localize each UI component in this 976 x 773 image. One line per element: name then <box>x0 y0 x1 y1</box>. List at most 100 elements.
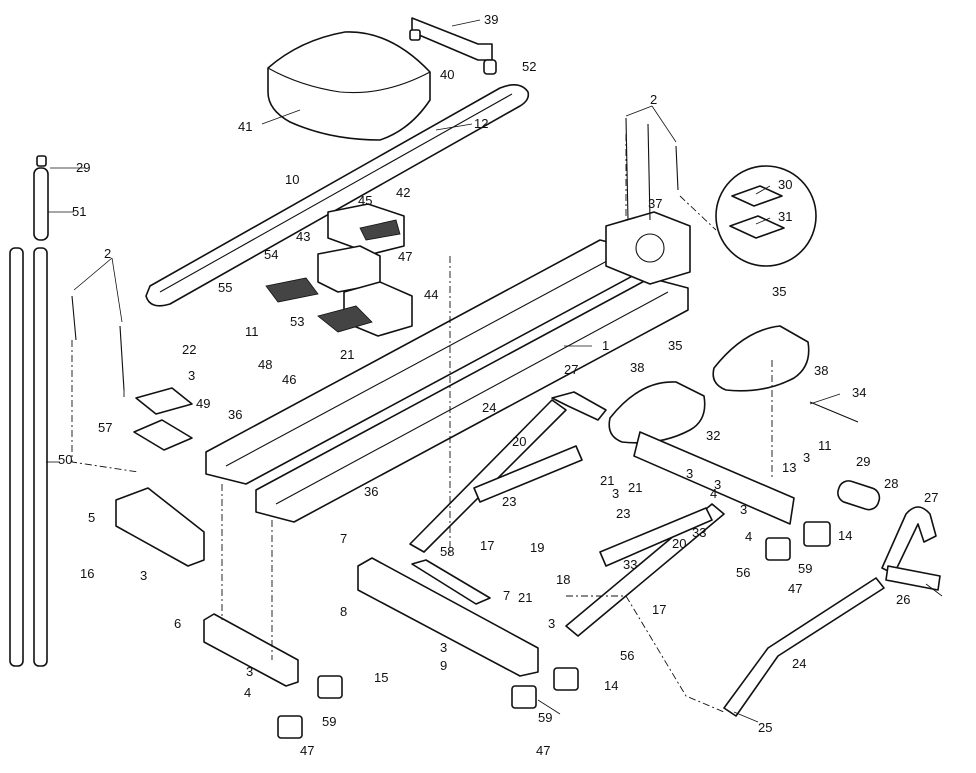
part-number-label: 45 <box>358 193 372 208</box>
part-carriage-44 <box>317 281 413 337</box>
part-main-rail-1 <box>205 239 689 523</box>
part-number-label: 34 <box>852 385 866 400</box>
callout-circle-30-31 <box>715 165 817 267</box>
part-number-label: 8 <box>340 604 347 619</box>
part-number-label: 24 <box>482 400 496 415</box>
part-number-label: 3 <box>548 616 555 631</box>
part-number-label: 48 <box>258 357 272 372</box>
part-number-label: 31 <box>778 209 792 224</box>
part-number-label: 19 <box>530 540 544 555</box>
part-number-label: 3 <box>686 466 693 481</box>
part-number-label: 3 <box>714 477 721 492</box>
part-number-label: 57 <box>98 420 112 435</box>
part-number-label: 17 <box>480 538 494 553</box>
part-handle-27-right-grip <box>885 565 941 591</box>
part-number-label: 26 <box>896 592 910 607</box>
part-number-label: 36 <box>364 484 378 499</box>
part-number-label: 3 <box>140 568 147 583</box>
part-number-label: 17 <box>652 602 666 617</box>
part-number-label: 14 <box>838 528 852 543</box>
part-number-label: 7 <box>340 531 347 546</box>
part-number-label: 47 <box>536 743 550 758</box>
part-number-label: 59 <box>538 710 552 725</box>
part-footrest-left <box>608 381 706 444</box>
part-number-label: 21 <box>628 480 642 495</box>
part-number-label: 11 <box>818 438 832 453</box>
part-number-label: 56 <box>736 565 750 580</box>
part-tube-51 <box>33 155 49 241</box>
part-number-label: 51 <box>72 204 86 219</box>
part-number-label: 33 <box>623 557 637 572</box>
part-number-label: 44 <box>424 287 438 302</box>
part-number-label: 27 <box>924 490 938 505</box>
part-foot-6 <box>203 613 299 687</box>
part-number-label: 4 <box>244 685 251 700</box>
part-roller-53 <box>265 277 319 303</box>
part-cylinder-20-upper <box>473 445 583 503</box>
part-number-label: 16 <box>80 566 94 581</box>
part-number-label: 21 <box>340 347 354 362</box>
part-number-label: 41 <box>238 119 252 134</box>
part-number-label: 46 <box>282 372 296 387</box>
part-number-label: 18 <box>556 572 570 587</box>
part-number-label: 9 <box>440 658 447 673</box>
part-number-label: 29 <box>76 160 90 175</box>
part-number-label: 2 <box>650 92 657 107</box>
part-number-label: 35 <box>668 338 682 353</box>
part-number-label: 59 <box>798 561 812 576</box>
part-plate-57 <box>133 419 193 451</box>
part-number-label: 47 <box>398 249 412 264</box>
part-number-label: 35 <box>772 284 786 299</box>
part-number-label: 3 <box>740 502 747 517</box>
part-number-label: 30 <box>778 177 792 192</box>
assembly-lines <box>71 134 773 713</box>
part-number-label: 33 <box>692 525 706 540</box>
part-number-label: 55 <box>218 280 232 295</box>
part-number-label: 21 <box>518 590 532 605</box>
part-number-label: 23 <box>502 494 516 509</box>
part-number-label: 4 <box>710 486 717 501</box>
part-number-label: 36 <box>228 407 242 422</box>
part-crossbar-32 <box>633 431 795 525</box>
part-number-label: 53 <box>290 314 304 329</box>
part-arm-24-lower <box>723 577 885 717</box>
part-number-label: 23 <box>616 506 630 521</box>
part-number-label: 58 <box>440 544 454 559</box>
part-number-label: 54 <box>264 247 278 262</box>
part-number-label: 4 <box>745 529 752 544</box>
part-number-label: 47 <box>300 743 314 758</box>
part-rear-crossbar-8 <box>357 557 539 677</box>
part-number-label: 43 <box>296 229 310 244</box>
part-number-label: 20 <box>512 434 526 449</box>
part-number-label: 6 <box>174 616 181 631</box>
part-number-label: 28 <box>884 476 898 491</box>
part-number-label: 22 <box>182 342 196 357</box>
part-number-label: 3 <box>803 450 810 465</box>
part-number-label: 52 <box>522 59 536 74</box>
part-number-label: 29 <box>856 454 870 469</box>
part-number-label: 32 <box>706 428 720 443</box>
part-number-label: 14 <box>604 678 618 693</box>
part-plate-58 <box>411 559 491 605</box>
part-number-label: 12 <box>474 116 488 131</box>
part-number-label: 38 <box>814 363 828 378</box>
part-number-label: 7 <box>503 588 510 603</box>
part-labels: 1223333333333444567789101111121314141516… <box>58 12 938 758</box>
part-end-caps <box>277 521 831 739</box>
part-number-label: 1 <box>602 338 609 353</box>
part-handle-27-upper <box>551 391 607 421</box>
part-arm-17-lower <box>565 503 725 637</box>
part-footrest-right <box>712 325 810 392</box>
part-number-label: 11 <box>245 324 259 339</box>
part-cylinder-20-lower <box>599 507 713 567</box>
part-number-label: 24 <box>792 656 806 671</box>
part-number-label: 39 <box>484 12 498 27</box>
part-number-label: 27 <box>564 362 578 377</box>
part-seat-41 <box>267 31 431 141</box>
part-carriage-42 <box>327 203 405 255</box>
part-number-label: 13 <box>782 460 796 475</box>
part-number-label: 59 <box>322 714 336 729</box>
part-tubes-50 <box>9 247 48 667</box>
part-number-label: 47 <box>788 581 802 596</box>
part-number-label: 10 <box>285 172 299 187</box>
